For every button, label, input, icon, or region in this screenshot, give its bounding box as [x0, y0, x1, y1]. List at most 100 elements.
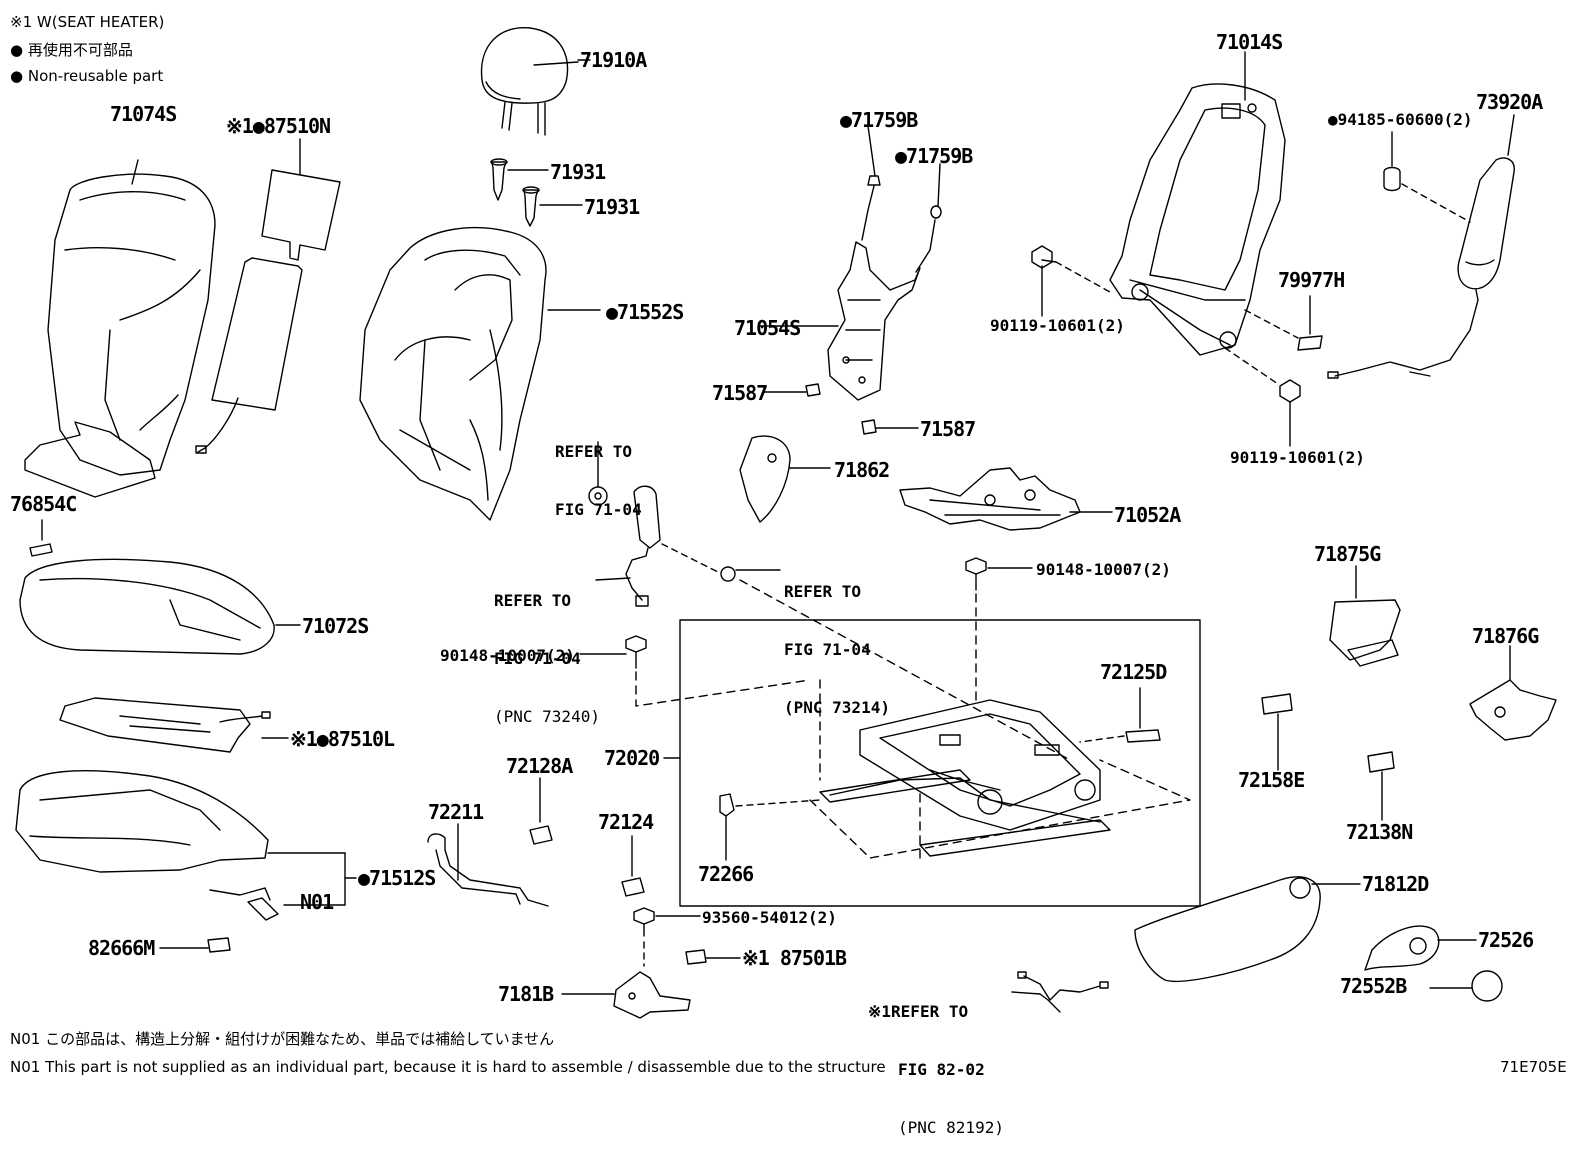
- refer-line: FIG 71-04: [494, 648, 581, 668]
- part-label-71875G[interactable]: 71875G: [1314, 542, 1381, 566]
- side-shield-71812D-drawing: [1134, 876, 1361, 982]
- bolt-lower-drawing: [1224, 347, 1301, 447]
- part-label-71552S[interactable]: ●71552S: [606, 300, 684, 324]
- bracket-72266-drawing: [719, 793, 821, 861]
- caution-label-drawing: [1244, 295, 1323, 351]
- ring-drawing: [720, 566, 781, 582]
- part-label-90148-right[interactable]: 90148-10007(2): [1036, 560, 1171, 579]
- part-label-71910A[interactable]: 71910A: [580, 48, 647, 72]
- clip-drawing: [763, 383, 919, 435]
- cover-71876G-drawing: [1469, 645, 1557, 741]
- connector-87501B-drawing: [685, 949, 741, 965]
- part-label-90119-lower[interactable]: 90119-10601(2): [1230, 448, 1365, 467]
- part-label-71587[interactable]: 71587: [920, 417, 976, 441]
- part-label-87510L[interactable]: ※1●87510L: [290, 727, 395, 751]
- part-label-72138N[interactable]: 72138N: [1346, 820, 1413, 844]
- part-label-71014S[interactable]: 71014S: [1216, 30, 1283, 54]
- part-label-72124[interactable]: 72124: [598, 810, 654, 834]
- seatback-pad-drawing: [359, 226, 601, 521]
- part-label-87510N[interactable]: ※1●87510N: [226, 114, 331, 138]
- part-label-N01[interactable]: N01: [300, 890, 334, 914]
- bracket-7181B-drawing: [561, 971, 691, 1019]
- seatback-cover-drawing: [24, 159, 216, 498]
- knob-72526-drawing: [1364, 925, 1477, 971]
- spring-assembly-drawing: [899, 467, 1113, 531]
- cover-72128A-drawing: [529, 777, 553, 845]
- part-label-71759B[interactable]: ●71759B: [840, 108, 918, 132]
- part-label-71587[interactable]: 71587: [712, 381, 768, 405]
- legend-non-reusable-en: ● Non-reusable part: [10, 67, 164, 85]
- part-label-72020[interactable]: 72020: [604, 746, 660, 770]
- part-label-72158E[interactable]: 72158E: [1238, 768, 1305, 792]
- bolt-upper-drawing: [1031, 245, 1111, 317]
- part-label-94185[interactable]: ●94185-60600(2): [1328, 110, 1473, 129]
- footer-note-jp: N01 この部品は、構造上分解・組付けが困難なため、単品では補給していません: [10, 1030, 555, 1048]
- part-label-71812D[interactable]: 71812D: [1362, 872, 1429, 896]
- part-label-7181B[interactable]: 7181B: [498, 982, 554, 1006]
- refer-line: REFER TO: [784, 582, 862, 602]
- cover-72138N-drawing: [1367, 751, 1395, 821]
- back-heater-drawing: [195, 138, 341, 454]
- bolt-90148-right-drawing: [965, 557, 1033, 701]
- cover-71875G-drawing: [1329, 565, 1401, 667]
- refer-line: REFER TO: [494, 591, 572, 611]
- seat-adjuster-box: [679, 619, 1201, 907]
- washer-drawing: [588, 441, 608, 506]
- part-label-71074S[interactable]: 71074S: [110, 102, 177, 126]
- part-label-72266[interactable]: 72266: [698, 862, 754, 886]
- headrest-guide-drawing: [490, 158, 583, 227]
- footer-note-en: N01 This part is not supplied as an indi…: [10, 1058, 886, 1076]
- part-label-71052A[interactable]: 71052A: [1114, 503, 1181, 527]
- part-label-79977H[interactable]: 79977H: [1278, 268, 1345, 292]
- harness-drawing: [1011, 971, 1109, 1013]
- figure-code: 71E705E: [1500, 1058, 1567, 1076]
- parts-diagram: [15, 27, 1557, 1019]
- connector-cover-drawing: [159, 937, 231, 953]
- part-label-93560[interactable]: 93560-54012(2): [702, 908, 837, 927]
- part-label-72128A[interactable]: 72128A: [506, 754, 573, 778]
- refer-line: FIG 71-04: [555, 499, 642, 519]
- side-airbag-drawing: [1327, 114, 1515, 379]
- seat-frame-drawing: [809, 679, 1191, 859]
- legend-non-reusable-jp: ● 再使用不可部品: [10, 41, 133, 59]
- refer-line: (PNC 82192): [898, 1117, 1004, 1137]
- refer-fig-82-02[interactable]: ※1REFER TO FIG 82-02 (PNC 82192): [868, 964, 1004, 1156]
- part-label-71759B[interactable]: ●71759B: [895, 144, 973, 168]
- cushion-cover-drawing: [19, 558, 301, 655]
- cushion-pad-drawing: [15, 770, 357, 921]
- part-label-71931[interactable]: 71931: [550, 160, 606, 184]
- part-label-71512S[interactable]: ●71512S: [358, 866, 436, 890]
- refer-fig-71-04-washer[interactable]: REFER TO FIG 71-04: [555, 404, 642, 538]
- cover-72158E-drawing: [1261, 693, 1293, 771]
- bolt-93560-drawing: [633, 907, 701, 967]
- belt-buckle-drawing: [595, 485, 719, 607]
- part-label-90119-upper[interactable]: 90119-10601(2): [990, 316, 1125, 335]
- part-label-90148-left[interactable]: 90148-10007(2): [440, 646, 575, 665]
- lumbar-bracket-drawing: [757, 125, 942, 401]
- part-label-82666M[interactable]: 82666M: [88, 936, 155, 960]
- refer-fig-71-04-buckle[interactable]: REFER TO FIG 71-04 (PNC 73240): [494, 553, 600, 745]
- sensor-72125D-drawing: [1079, 687, 1161, 743]
- part-label-71876G[interactable]: 71876G: [1472, 624, 1539, 648]
- wire-72211-drawing: [427, 823, 549, 907]
- part-label-72552B[interactable]: 72552B: [1340, 974, 1407, 998]
- part-label-76854C[interactable]: 76854C: [10, 492, 77, 516]
- refer-line: REFER TO: [555, 442, 633, 462]
- part-label-72125D[interactable]: 72125D: [1100, 660, 1167, 684]
- part-label-71931[interactable]: 71931: [584, 195, 640, 219]
- part-label-71072S[interactable]: 71072S: [302, 614, 369, 638]
- guide-dash-1: [739, 579, 1071, 761]
- part-label-73920A[interactable]: 73920A: [1476, 90, 1543, 114]
- refer-line: FIG 71-04: [784, 639, 871, 659]
- part-label-71054S[interactable]: 71054S: [734, 316, 801, 340]
- part-label-72211[interactable]: 72211: [428, 800, 484, 824]
- back-frame-drawing: [1109, 51, 1286, 356]
- part-label-87501B[interactable]: ※1 87501B: [742, 946, 847, 970]
- part-label-71862[interactable]: 71862: [834, 458, 890, 482]
- part-label-72526[interactable]: 72526: [1478, 928, 1534, 952]
- refer-line: ※1REFER TO: [868, 1002, 969, 1022]
- refer-line: FIG 82-02: [898, 1059, 985, 1079]
- refer-fig-71-04-ring[interactable]: REFER TO FIG 71-04 (PNC 73214): [784, 544, 890, 736]
- cushion-heater-drawing: [59, 697, 289, 753]
- hook-drawing: [29, 519, 53, 557]
